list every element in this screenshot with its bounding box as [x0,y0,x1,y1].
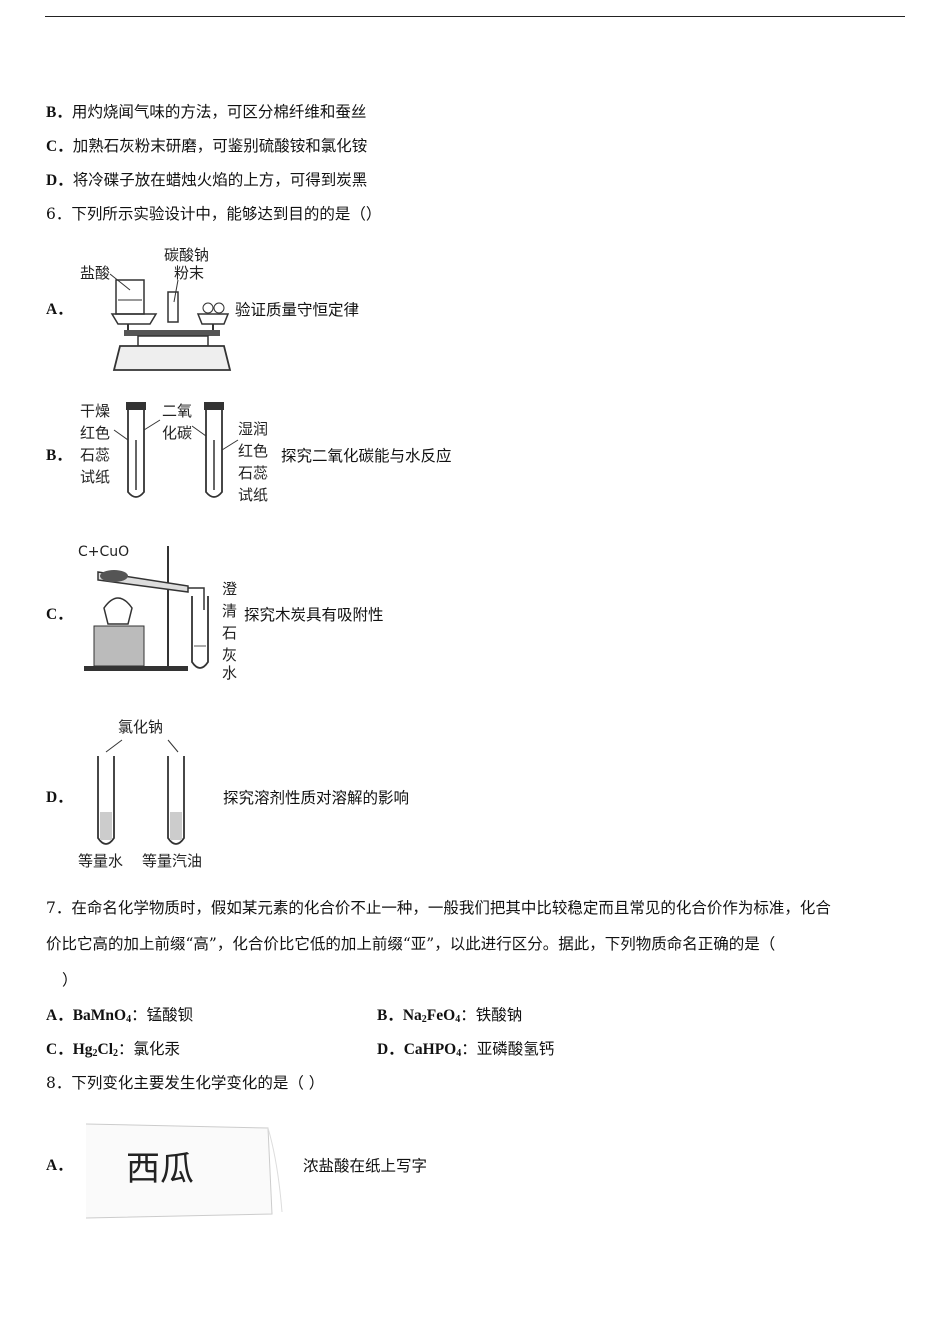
fig-label-water: 水 [222,664,237,682]
separator: ： [118,1040,134,1058]
formula: Hg [72,1041,93,1058]
fig-label-nacl: 氯化钠 [118,718,163,736]
q7-option-b: B．Na2FeO4：铁酸钠 [377,1005,522,1030]
formula: CaHPO [403,1041,457,1058]
fig-label-litmus: 石蕊 [80,446,110,464]
formula: BaMnO [72,1007,127,1024]
fig-label-red: 红色 [80,424,110,442]
fig-label-c-cuo: C+CuO [78,544,129,560]
q7-stem-line2: 价比它高的加上前缀“高”，化合价比它低的加上前缀“亚”，以此进行区分。据此，下列… [46,935,776,953]
fig-label-water-equal: 等量水 [78,852,123,870]
q6-d-text: 探究溶剂性质对溶解的影响 [223,789,410,807]
fig-label-wet: 湿润 [238,420,268,438]
fig-label-litmus2: 石蕊 [238,464,268,482]
q5-option-c: C．加熟石灰粉末研磨，可鉴别硫酸铵和氯化铵 [46,136,367,157]
formula-subscript: 4 [456,1048,462,1059]
option-label: C． [46,138,73,155]
q7-option-c: C．Hg2Cl2：氯化汞 [46,1039,180,1064]
compound-name: 铁酸钠 [475,1006,523,1024]
fig-label-clear2: 清 [222,602,237,620]
separator: ： [131,1006,147,1024]
compound-name: 锰酸钡 [146,1006,194,1024]
q5-option-d: D．将冷碟子放在蜡烛火焰的上方，可得到炭黑 [46,170,367,191]
q5-option-b: B．用灼烧闻气味的方法，可区分棉纤维和蚕丝 [46,102,366,123]
formula-subscript: 4 [126,1014,132,1025]
formula-subscript: 2 [113,1048,119,1059]
header-rule [45,16,905,17]
option-text: 加熟石灰粉末研磨，可鉴别硫酸铵和氯化铵 [72,137,368,155]
separator: ： [460,1006,476,1024]
option-text: 用灼烧闻气味的方法，可区分棉纤维和蚕丝 [71,103,367,121]
formula: FeO [426,1007,456,1024]
q8-stem: 8．下列变化主要发生化学变化的是（ ） [46,1074,325,1092]
separator: ： [461,1040,477,1058]
q6-a-label: A． [46,301,73,318]
q8-a-text: 浓盐酸在纸上写字 [303,1157,428,1175]
q6-b-text: 探究二氧化碳能与水反应 [281,447,452,465]
fig-label-co2-1: 二氧 [162,402,192,420]
fig-label-dry: 干燥 [80,402,110,420]
fig-label-powder: 粉末 [174,264,204,282]
compound-name: 氯化汞 [133,1040,181,1058]
q6-c-text: 探究木炭具有吸附性 [244,606,384,624]
q6-stem: 6．下列所示实验设计中，能够达到目的的是（） [46,205,382,223]
handwritten-characters: 西瓜 [126,1149,194,1189]
fig-label-co2-2: 化碳 [162,424,192,442]
formula-subscript: 4 [455,1014,461,1025]
dissolution-figure: 氯化钠 等量水 等量汽油 [78,718,202,870]
formula: Na [402,1007,422,1024]
q6-d-label: D． [46,789,73,806]
reduction-apparatus-figure: C+CuO 澄 清 石 灰 水 [78,544,237,682]
fig-label-lime2: 灰 [222,646,237,664]
q7-option-d: D．CaHPO4：亚磷酸氢钙 [377,1039,554,1064]
formula-subscript: 2 [421,1014,427,1025]
balance-figure: 盐酸 碳酸钠 粉末 [80,246,232,371]
fig-label-hcl: 盐酸 [80,264,110,282]
option-text: 将冷碟子放在蜡烛火焰的上方，可得到炭黑 [72,171,368,189]
option-label: A． [46,1007,73,1024]
fig-label-paper: 试纸 [80,468,110,486]
co2-test-figure: 干燥 红色 石蕊 试纸 二氧 化碳 湿润 红色 石蕊 试纸 [80,402,268,504]
fig-label-clear: 澄 [222,580,237,598]
q8-a-label: A． [46,1157,73,1174]
fig-label-lime: 石 [222,624,237,642]
q7-stem-line1: 7．在命名化学物质时，假如某元素的化合价不止一种，一般我们把其中比较稳定而且常见… [46,899,831,917]
q6-c-label: C． [46,606,73,623]
option-label: B． [46,104,72,121]
fig-label-paper2: 试纸 [238,486,268,504]
formula: Cl [97,1041,114,1058]
formula-subscript: 2 [92,1048,98,1059]
option-label: C． [46,1041,73,1058]
q6-a-text: 验证质量守恒定律 [235,301,360,319]
fig-label-gasoline-equal: 等量汽油 [142,852,202,870]
q7-option-a: A．BaMnO4：锰酸钡 [46,1005,193,1030]
fig-label-red2: 红色 [238,442,268,460]
option-label: D． [377,1041,404,1058]
option-label: B． [377,1007,403,1024]
fig-label-na2co3: 碳酸钠 [164,246,209,264]
q6-b-label: B． [46,447,72,464]
paper-writing-figure: 西瓜 [85,1123,283,1219]
q7-stem-line3: ） [62,971,78,989]
option-label: D． [46,172,73,189]
compound-name: 亚磷酸氢钙 [476,1040,555,1058]
